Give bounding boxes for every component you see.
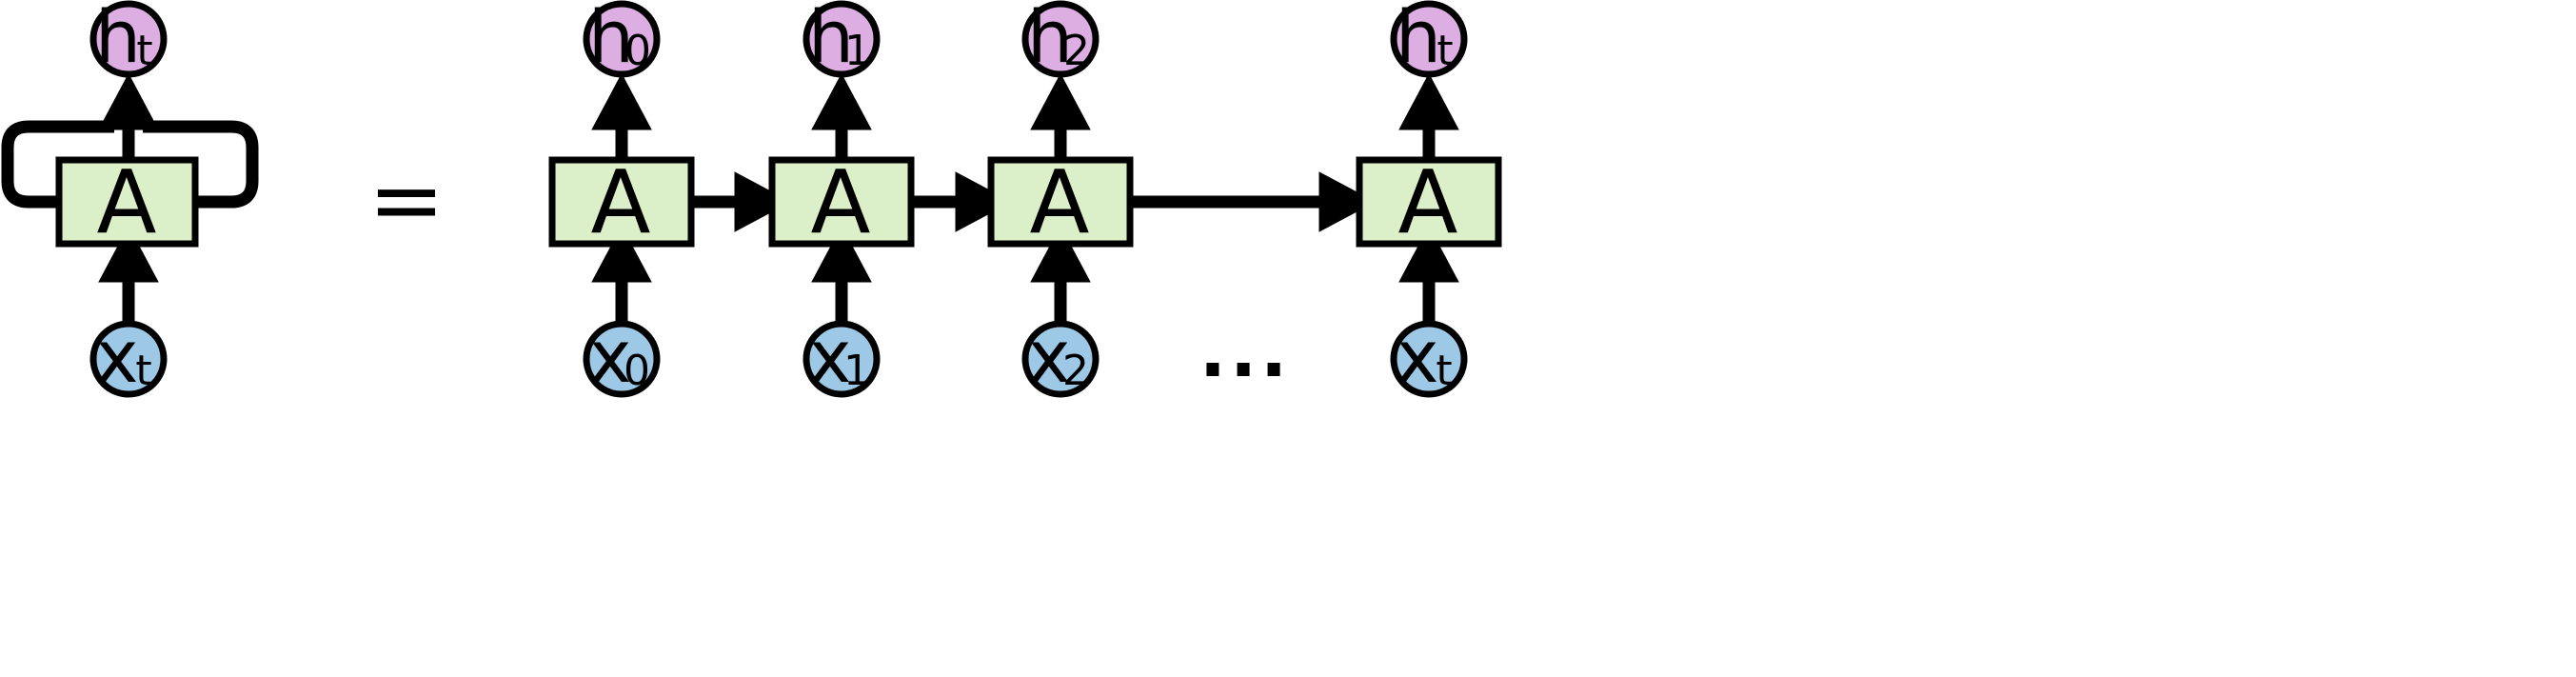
cell-label-0: A bbox=[591, 151, 651, 253]
output-node-0 bbox=[583, 0, 661, 78]
output-base-1: h bbox=[808, 0, 854, 79]
unrolled-step-0: A h 0 x 0 bbox=[548, 0, 695, 399]
cell-label-2: A bbox=[1030, 151, 1090, 253]
folded-cell-box bbox=[55, 156, 199, 248]
cell-box-2 bbox=[987, 156, 1134, 248]
input-node-t bbox=[1390, 320, 1468, 398]
input-subscript-1: 1 bbox=[843, 347, 870, 395]
input-base-t: x bbox=[1397, 314, 1439, 399]
cell-box-1 bbox=[768, 156, 915, 248]
folded-rnn: A h t x t bbox=[1, 0, 259, 399]
folded-cell-label: A bbox=[97, 151, 157, 253]
folded-output-subscript: t bbox=[136, 27, 152, 75]
input-node-1 bbox=[803, 320, 881, 398]
cell-box-0 bbox=[548, 156, 695, 248]
output-subscript-1: 1 bbox=[844, 27, 871, 75]
folded-output-node bbox=[89, 0, 168, 78]
unrolled-step-2: A h 2 x 2 bbox=[987, 0, 1134, 399]
output-node-t bbox=[1390, 0, 1468, 78]
folded-input-base: x bbox=[96, 314, 139, 399]
sequence-ellipsis: ... bbox=[1199, 311, 1291, 393]
output-subscript-0: 0 bbox=[624, 27, 651, 75]
cell-label-1: A bbox=[811, 151, 871, 253]
input-subscript-0: 0 bbox=[624, 347, 650, 395]
output-node-1 bbox=[803, 0, 881, 78]
cell-box-t bbox=[1356, 156, 1502, 248]
folded-input-subscript: t bbox=[135, 347, 151, 395]
unrolled-step-t: A h t x t bbox=[1356, 0, 1502, 399]
unrolled-rnn: A h 0 x 0 A h 1 x 1 bbox=[548, 0, 1502, 399]
input-base-1: x bbox=[809, 314, 852, 399]
input-node-2 bbox=[1021, 320, 1100, 398]
folded-output-base: h bbox=[95, 0, 141, 79]
output-node-2 bbox=[1021, 0, 1100, 78]
output-subscript-t: t bbox=[1437, 27, 1453, 75]
input-node-0 bbox=[583, 320, 661, 398]
output-base-t: h bbox=[1396, 0, 1441, 79]
output-base-0: h bbox=[588, 0, 634, 79]
cell-label-t: A bbox=[1398, 151, 1458, 253]
unrolled-step-1: A h 1 x 1 bbox=[768, 0, 915, 399]
output-subscript-2: 2 bbox=[1063, 27, 1090, 75]
output-base-2: h bbox=[1027, 0, 1073, 79]
input-subscript-2: 2 bbox=[1062, 347, 1089, 395]
folded-input-node bbox=[89, 320, 168, 398]
equals-sign: = bbox=[368, 147, 445, 253]
input-base-2: x bbox=[1028, 314, 1071, 399]
input-subscript-t: t bbox=[1436, 347, 1452, 395]
input-base-0: x bbox=[589, 314, 632, 399]
